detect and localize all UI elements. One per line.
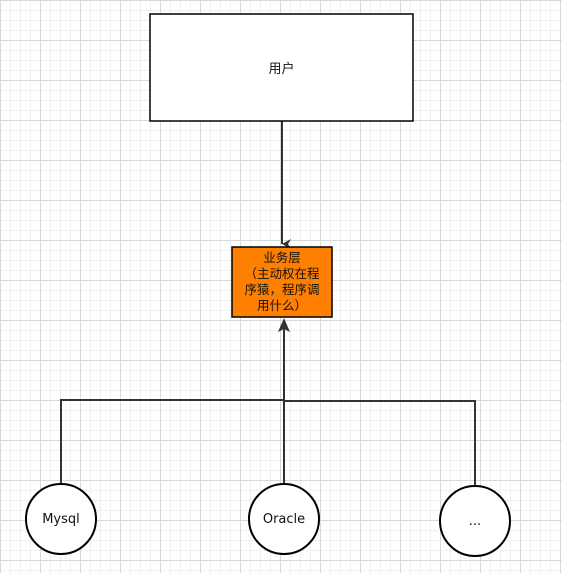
service-label: 业务层 （主动权在程 序猿，程序调 用什么） bbox=[244, 250, 320, 313]
etc-label: ... bbox=[468, 513, 482, 529]
mysql-label: Mysql bbox=[42, 511, 80, 527]
etc-node bbox=[439, 485, 511, 557]
oracle-node bbox=[248, 483, 320, 555]
mysql-node bbox=[25, 483, 97, 555]
oracle-label: Oracle bbox=[262, 511, 306, 527]
edge-mysql-to-service bbox=[60, 399, 284, 484]
service-box bbox=[231, 246, 333, 318]
edge-etc-to-service bbox=[284, 400, 476, 486]
user-box bbox=[149, 13, 414, 122]
arrowhead-service-bottom bbox=[278, 318, 290, 332]
user-label: 用户 bbox=[268, 62, 295, 77]
